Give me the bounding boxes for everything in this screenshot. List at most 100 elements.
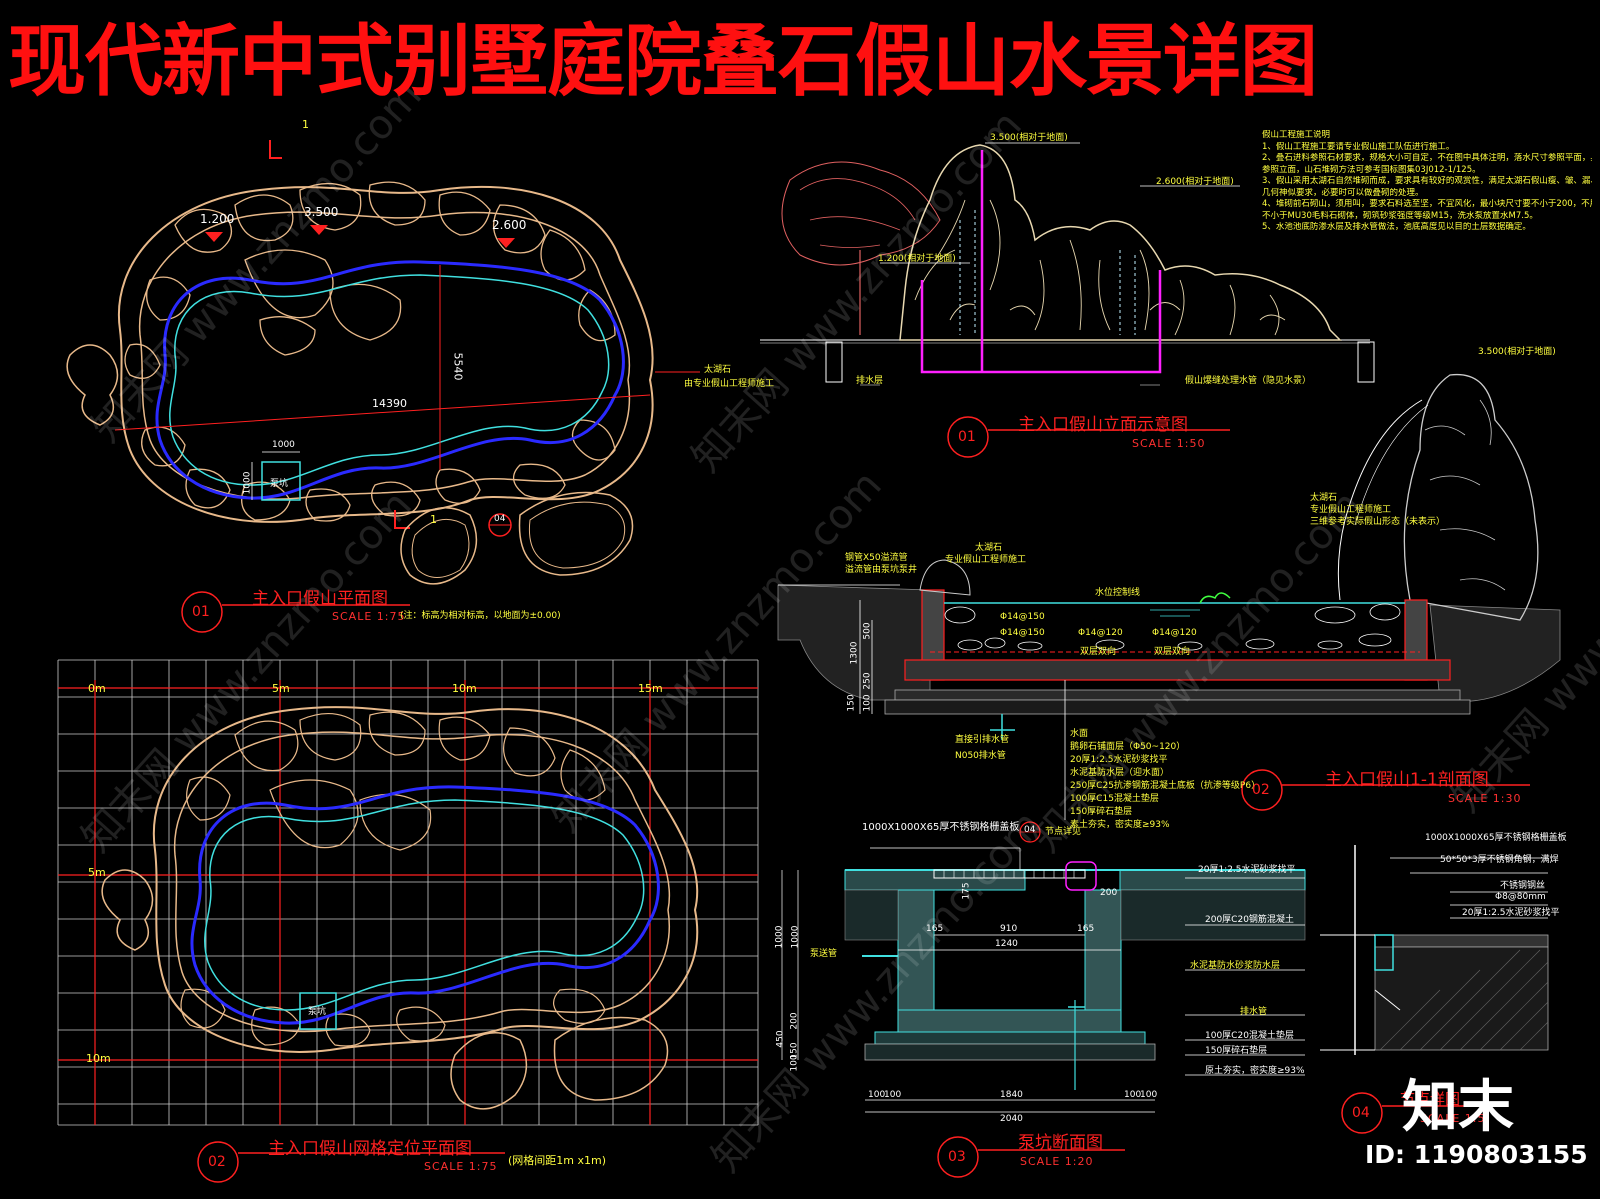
- section-layer: 100厚C15混凝土垫层: [1070, 794, 1159, 804]
- pump-d175: 175: [961, 882, 972, 900]
- elev-marker-b: 2.600(相对于地面): [1156, 177, 1234, 187]
- section-dim-e: 100: [862, 694, 873, 712]
- construction-notes: 假山工程施工说明 1、假山工程施工要请专业假山施工队伍进行施工。 2、叠石进料参…: [1262, 130, 1592, 234]
- notes-line: 3、假山采用太湖石自然堆砌而成，要求具有较好的观赏性，满足太湖石假山瘦、皱、漏、…: [1262, 176, 1592, 186]
- pump-right-4: 排水管: [1240, 1007, 1268, 1017]
- pump-right-1: 20厚1:2.5水泥砂浆找平: [1198, 865, 1296, 875]
- pump-left-pipe: 泵送管: [810, 949, 838, 959]
- pump-num: 03: [948, 1149, 966, 1165]
- section-layer: 素土夯实，密实度≥93%: [1070, 820, 1170, 830]
- section-taihu: 太湖石: [975, 543, 1003, 553]
- plan-1-rockery: [66, 140, 700, 633]
- detail-l3: 不锈钢钢丝: [1500, 881, 1546, 891]
- section-1-1: [777, 373, 1561, 820]
- pump-d1000b: 1000: [790, 925, 801, 949]
- plan2-grid-note: (网格间距1m x1m): [508, 1154, 607, 1167]
- section-elev-top: 3.500(相对于地面): [1478, 347, 1556, 357]
- page-title: 现代新中式别墅庭院叠石假山水景详图: [8, 17, 1318, 107]
- image-id: ID: 1190803155: [1365, 1140, 1588, 1169]
- section-dim-d: 150: [846, 694, 857, 712]
- section-rock-label-3: 三维参考实际假山形态（未表示）: [1310, 517, 1446, 527]
- section-pipe-2: 溢流管由泵坑泵井: [845, 565, 918, 575]
- elev-label-right: 假山爆缝处理水管（隐见水景）: [1185, 376, 1312, 386]
- section-layer: 250厚C25抗渗钢筋混凝土底板（抗渗等级P6）: [1070, 781, 1261, 791]
- section-rebar-note-1: 双层双向: [1080, 647, 1117, 657]
- pump-right-6: 150厚碎石垫层: [1205, 1046, 1268, 1056]
- plan1-elev-3: 2.600: [492, 218, 527, 232]
- plan1-section-mark-2: 1: [430, 513, 437, 526]
- section-num: 02: [1252, 782, 1270, 798]
- section-dim-c: 250: [862, 672, 873, 690]
- notes-line: 5、水池池底防渗水层及排水管做法，池底高度见以目的土层数据确定。: [1262, 222, 1531, 232]
- pump-b1840: 1840: [1000, 1090, 1023, 1100]
- section-dim-a: 1300: [849, 641, 860, 665]
- notes-heading: 假山工程施工说明: [1262, 130, 1331, 140]
- section-layer: 150厚碎石垫层: [1070, 807, 1133, 817]
- elevation-rockery: [760, 142, 1375, 458]
- elev-scale: SCALE 1:50: [1132, 437, 1206, 450]
- plan-2-grid: [57, 659, 759, 1183]
- section-layer: 水面: [1070, 729, 1089, 739]
- plan2-num: 02: [208, 1154, 226, 1170]
- pump-d200: 200: [1100, 888, 1118, 898]
- pump-detail-label: 节点详见: [1045, 827, 1082, 837]
- plan2-scale: SCALE 1:75: [424, 1160, 498, 1173]
- grid-label-5: 5m: [272, 682, 290, 695]
- grid-label-10: 10m: [452, 682, 477, 695]
- pump-scale: SCALE 1:20: [1020, 1155, 1094, 1168]
- plan1-scale: SCALE 1:75: [332, 610, 406, 623]
- section-rock-label-1: 太湖石: [1310, 493, 1338, 503]
- pump-title: 泵坑断面图: [1018, 1133, 1103, 1153]
- grid-row-10: 10m: [86, 1052, 111, 1065]
- pump-d100: 100: [789, 1054, 800, 1072]
- pump-right-3: 水泥基防水砂浆防水层: [1190, 961, 1281, 971]
- pump-right-7: 原土夯实，密实度≥93%: [1205, 1066, 1305, 1076]
- pump-cover-label: 1000X1000X65厚不锈钢格栅盖板: [862, 822, 1020, 833]
- grid-label-15: 15m: [638, 682, 663, 695]
- section-pipe-1: 钢管X50溢流管: [845, 553, 908, 563]
- pump-b100a: 100: [868, 1090, 886, 1100]
- section-rebar-2: Φ14@150: [1000, 628, 1045, 638]
- plan1-elev-1: 1.200: [200, 212, 235, 226]
- pump-d200b: 200: [789, 1012, 800, 1030]
- notes-line: 1、假山工程施工要请专业假山施工队伍进行施工。: [1262, 141, 1455, 152]
- pump-d1000a: 1000: [774, 925, 785, 949]
- detail-title: 节点详图: [1400, 1090, 1461, 1108]
- plan2-pump-label: 泵坑: [308, 1007, 327, 1017]
- detail-l5: 20厚1:2.5水泥砂浆找平: [1462, 908, 1560, 918]
- grid-label-0: 0m: [88, 682, 106, 695]
- plan1-section-mark: 1: [302, 118, 309, 131]
- detail-l1: 1000X1000X65厚不锈钢格栅盖板: [1425, 833, 1567, 843]
- detail-scale: SCALE 1:5: [1420, 1112, 1486, 1125]
- plan1-title: 主入口假山平面图: [252, 589, 388, 609]
- plan1-dim-width: 5540: [451, 352, 465, 381]
- detail-04-node: [1320, 845, 1549, 1134]
- elev-marker-a: 3.500(相对于地面): [990, 133, 1068, 143]
- notes-line: 参照立面，山石堆砌方法可参考国标图集03J012-1/125。: [1262, 164, 1481, 175]
- section-taihu-2: 专业假山工程师施工: [945, 555, 1027, 565]
- plan1-pump-label: 泵坑: [270, 479, 289, 489]
- section-rebar-1: Φ14@150: [1000, 612, 1045, 622]
- section-dim-b: 500: [862, 622, 873, 640]
- detail-l2: 50*50*3厚不锈钢角钢，满焊: [1440, 855, 1559, 865]
- plan1-callout-2: 由专业假山工程师施工: [684, 379, 775, 389]
- section-scale: SCALE 1:30: [1448, 792, 1522, 805]
- section-layer: 鹅卵石铺面层（Φ50~120）: [1070, 742, 1186, 752]
- plan1-callout-1: 太湖石: [704, 365, 732, 375]
- plan1-note: (注：标高为相对标高，以地面为±0.00): [400, 611, 561, 621]
- section-rebar-note-2: 双层双向: [1154, 647, 1191, 657]
- pump-right-2: 200厚C20钢筋混凝土: [1205, 915, 1294, 925]
- plan1-elev-2: 3.500: [304, 205, 339, 219]
- plan1-num: 01: [192, 604, 210, 620]
- grid-row-5: 5m: [88, 866, 106, 879]
- pump-d450: 450: [775, 1030, 786, 1048]
- section-rebar-3: Φ14@120: [1078, 628, 1123, 638]
- plan1-pump-w: 1000: [272, 440, 295, 450]
- elev-label-left: 排水层: [856, 376, 884, 386]
- notes-line: 几何神似要求，必要时可以做叠砌的处理。: [1262, 187, 1424, 198]
- plan1-dim-length: 14390: [372, 397, 407, 410]
- pump-b100d: 100: [1140, 1090, 1158, 1100]
- pump-right-5: 100厚C20混凝土垫层: [1205, 1031, 1294, 1041]
- plan1-pump-h: 1000: [242, 471, 253, 495]
